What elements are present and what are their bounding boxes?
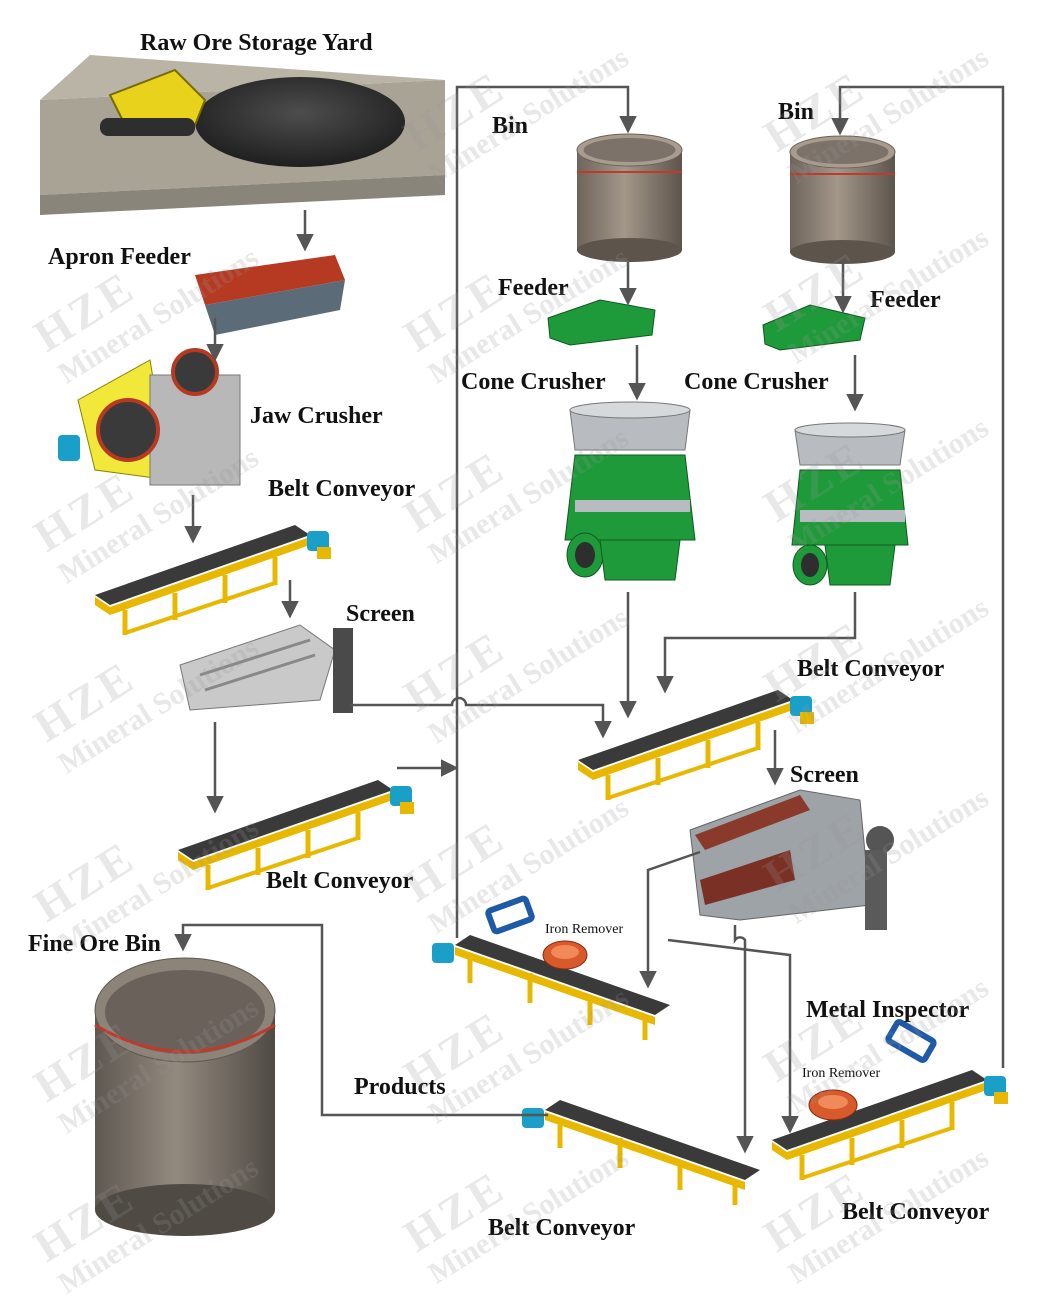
arrow-cone2-to-conveyor3 bbox=[656, 592, 857, 694]
arrow-conveyor5-to-fine-bin bbox=[174, 923, 548, 1117]
flow-arrows bbox=[174, 85, 1005, 1154]
screen-1-drawing bbox=[179, 624, 353, 713]
label-belt-conveyor-6: Belt Conveyor bbox=[842, 1199, 990, 1225]
crushing-flowsheet: Raw Ore Storage Yard Apron Feeder Jaw Cr… bbox=[25, 30, 1060, 1300]
iron-remover-2-drawing bbox=[808, 1089, 858, 1121]
jaw-crusher-drawing bbox=[58, 348, 241, 486]
fine-ore-bin-drawing bbox=[94, 957, 276, 1236]
label-cone-crusher-1: Cone Crusher bbox=[461, 369, 606, 395]
flow-diagram bbox=[40, 55, 1060, 1236]
label-fine-ore-bin: Fine Ore Bin bbox=[28, 931, 161, 957]
arrow-loop-to-bin1 bbox=[455, 85, 637, 938]
label-screen-2: Screen bbox=[790, 762, 859, 788]
belt-conveyor-5-drawing bbox=[522, 1100, 760, 1205]
raw-ore-yard-drawing bbox=[40, 55, 445, 215]
arrow-loop-to-bin2 bbox=[831, 85, 1005, 1068]
metal-inspector-1-drawing bbox=[485, 895, 535, 935]
label-metal-inspector: Metal Inspector bbox=[806, 997, 970, 1023]
belt-conveyor-6-drawing bbox=[772, 1070, 1008, 1180]
bin-1-drawing bbox=[576, 133, 683, 262]
label-products: Products bbox=[354, 1074, 446, 1100]
label-jaw-crusher: Jaw Crusher bbox=[250, 403, 383, 429]
label-apron-feeder: Apron Feeder bbox=[48, 244, 191, 270]
iron-remover-1-drawing bbox=[542, 940, 588, 970]
label-belt-conveyor-3: Belt Conveyor bbox=[797, 656, 945, 682]
label-cone-crusher-2: Cone Crusher bbox=[684, 369, 829, 395]
cone-crusher-1-drawing bbox=[564, 401, 696, 581]
belt-conveyor-3-drawing bbox=[578, 690, 814, 800]
label-raw-ore-yard: Raw Ore Storage Yard bbox=[140, 30, 373, 56]
label-bin-2: Bin bbox=[778, 99, 815, 125]
label-belt-conveyor-2: Belt Conveyor bbox=[266, 868, 414, 894]
arrow-screen1-to-conveyor3 bbox=[350, 696, 612, 739]
metal-inspector-2-drawing bbox=[885, 1019, 937, 1063]
bin-2-drawing bbox=[789, 135, 896, 264]
label-bin-1: Bin bbox=[492, 113, 529, 139]
arrow-screen2-to-conveyor6 bbox=[667, 938, 799, 1134]
label-iron-remover-2: Iron Remover bbox=[802, 1066, 881, 1081]
arrow-screen2-to-conveyor4 bbox=[639, 850, 701, 989]
cone-crusher-2-drawing bbox=[791, 422, 909, 586]
label-feeder-2: Feeder bbox=[870, 287, 941, 313]
feeder-1-drawing bbox=[547, 299, 656, 346]
feeder-2-drawing bbox=[762, 304, 866, 351]
label-iron-remover-1: Iron Remover bbox=[545, 922, 624, 937]
label-belt-conveyor-1: Belt Conveyor bbox=[268, 476, 416, 502]
label-feeder-1: Feeder bbox=[498, 275, 569, 301]
belt-conveyor-1-drawing bbox=[95, 525, 331, 635]
apron-feeder-drawing bbox=[195, 255, 345, 335]
arrow-screen2-to-conveyor5 bbox=[733, 925, 754, 1154]
label-screen-1: Screen bbox=[346, 601, 415, 627]
label-belt-conveyor-5: Belt Conveyor bbox=[488, 1215, 636, 1241]
screen-2-drawing bbox=[689, 789, 894, 930]
